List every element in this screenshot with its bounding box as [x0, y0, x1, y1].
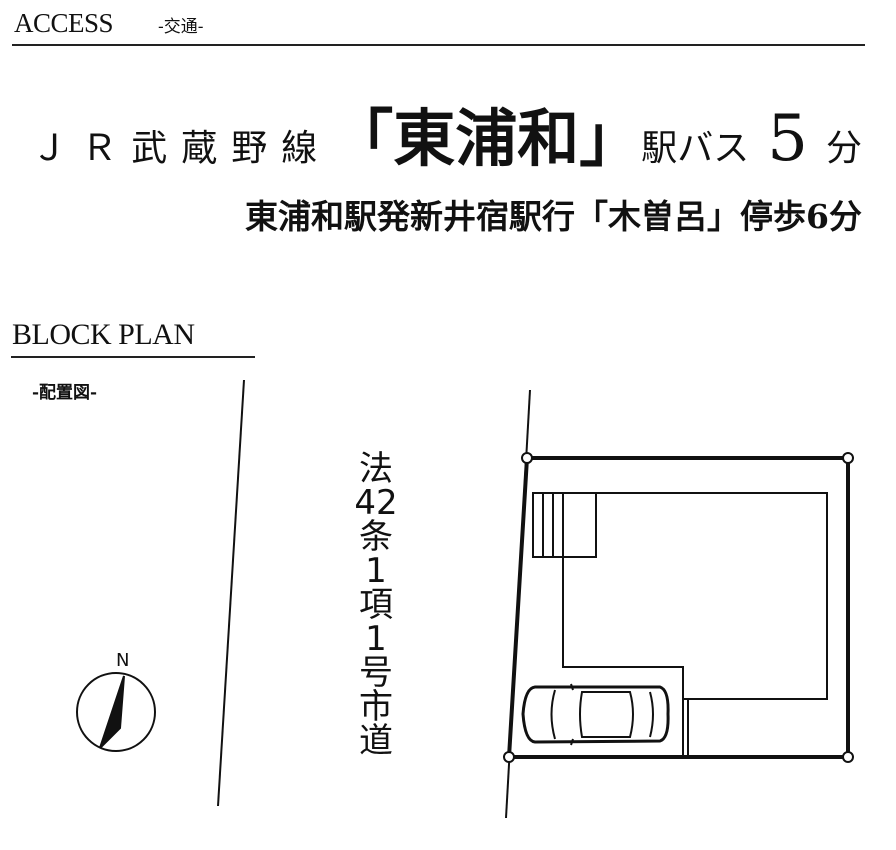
minutes: 5 [767, 102, 808, 176]
road-label-char: 法 [359, 449, 393, 489]
house-outline [532, 492, 828, 757]
access-line-bus: 東浦和駅発新井宿駅行「木曽呂」停歩6分 [245, 197, 862, 236]
station-name: 「東浦和」 [331, 102, 642, 175]
divider [12, 44, 865, 46]
road-label-char: 1 [365, 619, 387, 659]
block-plan-subtitle: -配置図- [32, 383, 98, 403]
boundary-markers [503, 452, 854, 763]
road-label-char: 1 [365, 551, 387, 591]
train-line: ＪＲ武蔵野線 [31, 128, 332, 169]
access-line-train: ＪＲ武蔵野線 「東浦和」 駅バス 5 分 [31, 88, 862, 178]
road-label: 法 42 条 1 項 1 号 市 道 [354, 452, 398, 758]
access-subtitle: -交通- [158, 17, 204, 37]
compass-icon [76, 672, 156, 752]
minutes-unit: 分 [825, 128, 862, 169]
divider [11, 356, 255, 358]
north-label: N [116, 650, 130, 671]
access-title: ACCESS [14, 8, 114, 38]
bus-text: 駅バス [641, 128, 750, 169]
road-edge-left [217, 379, 245, 807]
road-label-char: 項 [359, 585, 393, 625]
road-label-char: 42 [354, 483, 398, 523]
road-label-char: 号 [359, 653, 393, 693]
road-label-char: 条 [359, 517, 393, 557]
road-label-char: 道 [359, 721, 393, 761]
road-label-char: 市 [359, 687, 393, 727]
car-icon [521, 683, 670, 746]
block-plan-title: BLOCK PLAN [12, 318, 195, 351]
